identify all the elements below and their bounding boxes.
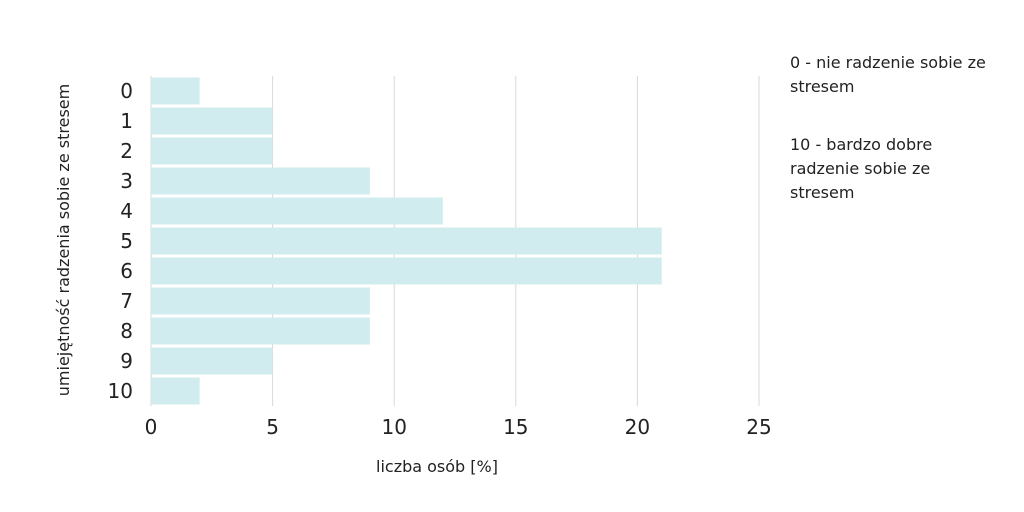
bar-9: [151, 347, 273, 375]
bar-6: [151, 257, 662, 285]
y-tick-label-2: 2: [120, 139, 133, 163]
y-tick-label-1: 1: [120, 109, 133, 133]
bars: [151, 77, 662, 405]
y-tick-label-6: 6: [120, 259, 133, 283]
bar-4: [151, 197, 443, 225]
y-axis-label: umiejętność radzenia sobie ze stresem: [54, 84, 73, 396]
x-tick-label-5: 5: [266, 415, 279, 439]
y-tick-label-0: 0: [120, 79, 133, 103]
x-tick-label-10: 10: [381, 415, 406, 439]
bar-10: [151, 377, 200, 405]
y-tick-label-3: 3: [120, 169, 133, 193]
x-tick-labels: 0 5 10 15 20 25: [145, 415, 772, 439]
bar-1: [151, 107, 273, 135]
bar-7: [151, 287, 370, 315]
scale-note-max: 10 - bardzo dobre radzenie sobie ze stre…: [790, 135, 933, 202]
y-tick-label-8: 8: [120, 319, 133, 343]
y-tick-labels: 0 1 2 3 4 5 6 7 8 9 10: [108, 79, 133, 403]
scale-note-min: 0 - nie radzenie sobie ze stresem: [790, 53, 986, 96]
y-tick-label-9: 9: [120, 349, 133, 373]
bar-3: [151, 167, 370, 195]
bar-0: [151, 77, 200, 105]
y-tick-label-7: 7: [120, 289, 133, 313]
bar-2: [151, 137, 273, 165]
x-tick-label-25: 25: [746, 415, 771, 439]
x-tick-label-0: 0: [145, 415, 158, 439]
bar-5: [151, 227, 662, 255]
y-tick-label-5: 5: [120, 229, 133, 253]
y-tick-label-4: 4: [120, 199, 133, 223]
y-tick-label-10: 10: [108, 379, 133, 403]
x-tick-label-20: 20: [625, 415, 650, 439]
bar-8: [151, 317, 370, 345]
x-axis-label: liczba osób [%]: [376, 457, 498, 476]
x-tick-label-15: 15: [503, 415, 528, 439]
